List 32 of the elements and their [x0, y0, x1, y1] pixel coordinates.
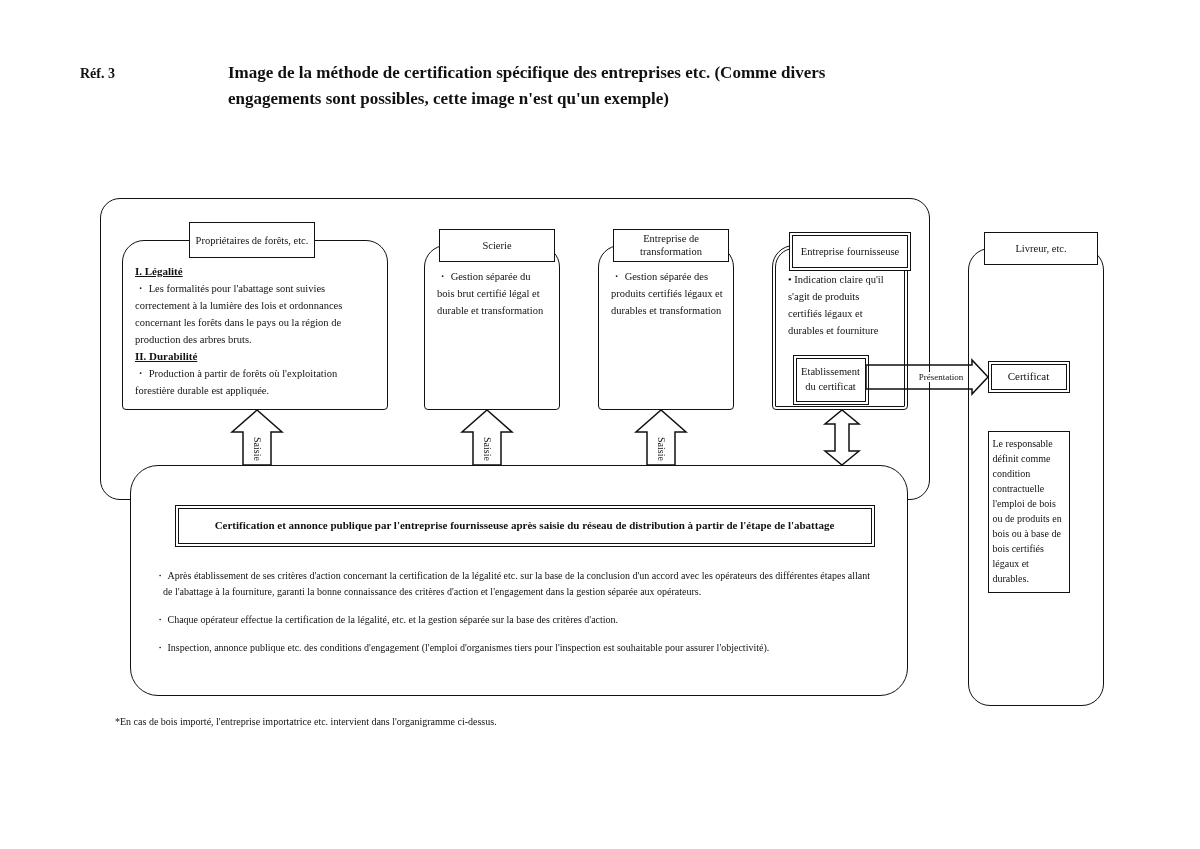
- bullet-text: ・ Gestion séparée des produits certifiés légaux et durables et transformation: [611, 270, 723, 318]
- title: Image de la méthode de certification spécifique des entreprises etc. (Comme divers engagements sont possibles, cette image n'est qu'un exemple): [228, 62, 827, 110]
- bullet-text: ・ Les formalités pour l'abattage sont suivies correctement à la lumière des lois et ordonnances concernant les forêts dans le pays ou la région de production des arbres bruts.: [135, 282, 344, 347]
- process-box: Etablissement du certificat: [792, 354, 869, 405]
- edge-label: Présentation: [918, 372, 964, 382]
- edge-label: Saisie: [481, 436, 493, 461]
- note-box: Le responsable définit comme condition contractuelle l'emploi de bois ou de produits en bois ou à base de bois certifiés légaux et durables.: [987, 430, 1070, 593]
- bullet-text: ・ Inspection, annonce publique etc. des conditions d'engagement (l'emploi d'organismes tiers pour l'inspection est souhaitable pour assurer l'objectivité).: [155, 641, 771, 655]
- bullet-text: ・ Gestion séparée du bois brut certifié légal et durable et transformation: [437, 270, 545, 318]
- block-arrow: [822, 409, 862, 466]
- reference-number: Réf. 3: [80, 66, 115, 82]
- stage-heading: Entreprise de transformation: [613, 228, 729, 262]
- footnote: *En cas de bois importé, l'entreprise importatrice etc. intervient dans l'organigramme ci-dessus.: [115, 716, 497, 727]
- edge-label: Saisie: [251, 436, 263, 461]
- bullet-text: ・ Après établissement de ses critères d'action concernant la certification de la légalité etc. sur la base de la conclusion d'un accord avec les opérateurs des différentes étapes allant de l'abattage à la fourniture, garanti la bonne connaissance des critères d'action et l'engagement dans la gestion séparée aux opérateurs.: [155, 569, 872, 599]
- block-arrow: [230, 409, 284, 466]
- bullet-text: ・ Chaque opérateur effectue la certification de la légalité, etc. et la gestion séparée sur la base des critères d'action.: [155, 613, 620, 627]
- bullet-text: • Indication claire qu'il s'agit de produits certifiés légaux et durables et fourniture: [788, 273, 885, 338]
- block-arrow: [865, 358, 990, 396]
- stage-heading: Propriétaires de forêts, etc.: [189, 222, 315, 258]
- block-arrow: [634, 409, 688, 466]
- block-arrow: [460, 409, 514, 466]
- stage-heading: Livreur, etc.: [984, 231, 1098, 265]
- stage-heading: Scierie: [439, 228, 555, 262]
- section-heading: I. Légalité: [135, 264, 184, 279]
- section-heading: II. Durabilité: [135, 349, 199, 364]
- certificate-box: Certificat: [987, 360, 1070, 393]
- bullet-text: ・ Production à partir de forêts où l'exploitation forestière durable est appliquée.: [135, 367, 339, 398]
- edge-label: Saisie: [655, 436, 667, 461]
- heading-box: Certification et annonce publique par l'entreprise fournisseuse après saisie du réseau de distribution à partir de l'étape de l'abattage: [174, 504, 875, 547]
- summary-panel: [130, 465, 908, 696]
- stage-heading: Entreprise fournisseuse: [789, 231, 911, 271]
